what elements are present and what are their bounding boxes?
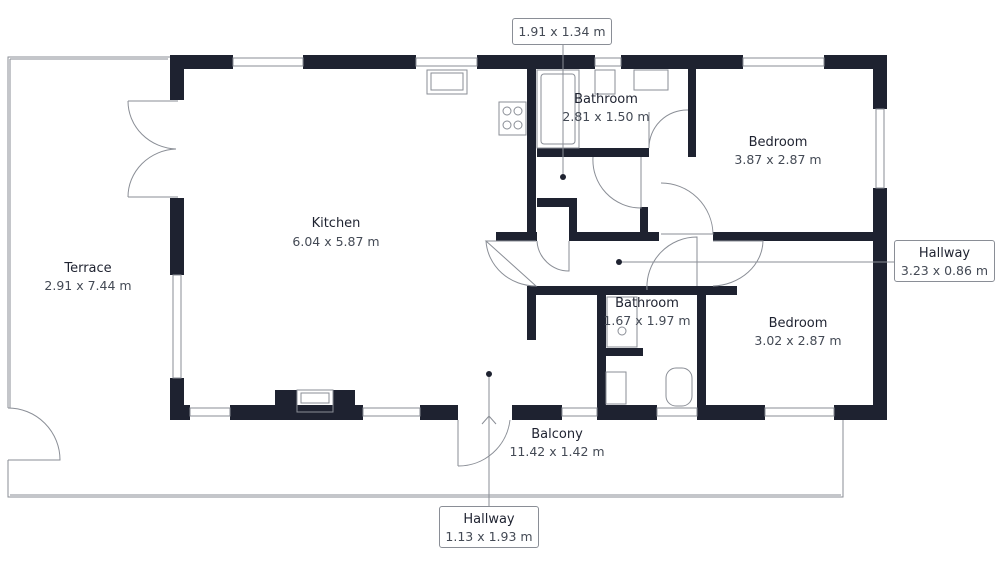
terrace-size: 2.91 x 7.44 m bbox=[44, 278, 131, 293]
callout-hallway-bottom-name: Hallway bbox=[463, 512, 515, 527]
callout-hallway-bottom-size: 1.13 x 1.93 m bbox=[445, 529, 533, 544]
callout-hallway-right: Hallway 3.23 x 0.86 m bbox=[894, 240, 995, 282]
washbasin-icon bbox=[633, 69, 669, 91]
bedroom-bottom-size: 3.02 x 2.87 m bbox=[754, 333, 841, 348]
outdoor-outlines bbox=[7, 56, 844, 498]
callout-hallway-right-name: Hallway bbox=[918, 246, 971, 261]
terrace-name: Terrace bbox=[63, 261, 111, 276]
stove-icon bbox=[498, 101, 527, 136]
shower-icon bbox=[605, 371, 627, 405]
bathroom-mid-name: Bathroom bbox=[615, 296, 679, 311]
connector-dots bbox=[486, 174, 622, 377]
balcony-name: Balcony bbox=[531, 427, 583, 442]
callout-top-size: 1.91 x 1.34 m bbox=[518, 24, 606, 39]
walls bbox=[170, 55, 887, 420]
toilet-icon bbox=[594, 69, 616, 95]
fireplace-icon bbox=[296, 389, 334, 413]
toilet-mid-icon bbox=[665, 367, 693, 407]
doors bbox=[7, 100, 764, 467]
callout-hallway-right-size: 3.23 x 0.86 m bbox=[900, 263, 989, 278]
balcony-size: 11.42 x 1.42 m bbox=[509, 444, 604, 459]
sink-icon bbox=[426, 69, 468, 95]
callout-top: 1.91 x 1.34 m bbox=[512, 18, 612, 45]
bedroom-bottom-name: Bedroom bbox=[769, 316, 828, 331]
bathtub-icon bbox=[536, 69, 580, 149]
kitchen-name: Kitchen bbox=[312, 216, 361, 231]
windows bbox=[172, 57, 885, 417]
bathroom-top-size: 2.81 x 1.50 m bbox=[562, 109, 649, 124]
fixtures bbox=[296, 69, 693, 413]
bathroom-mid-size: 1.67 x 1.97 m bbox=[603, 313, 690, 328]
bedroom-top-size: 3.87 x 2.87 m bbox=[734, 152, 821, 167]
bedroom-top-name: Bedroom bbox=[749, 135, 808, 150]
kitchen-size: 6.04 x 5.87 m bbox=[292, 234, 379, 249]
entry-arrow-icon bbox=[481, 415, 497, 440]
washbasin-mid-icon bbox=[606, 296, 638, 348]
bathroom-top-name: Bathroom bbox=[574, 92, 638, 107]
callout-hallway-bottom: Hallway 1.13 x 1.93 m bbox=[439, 506, 539, 548]
